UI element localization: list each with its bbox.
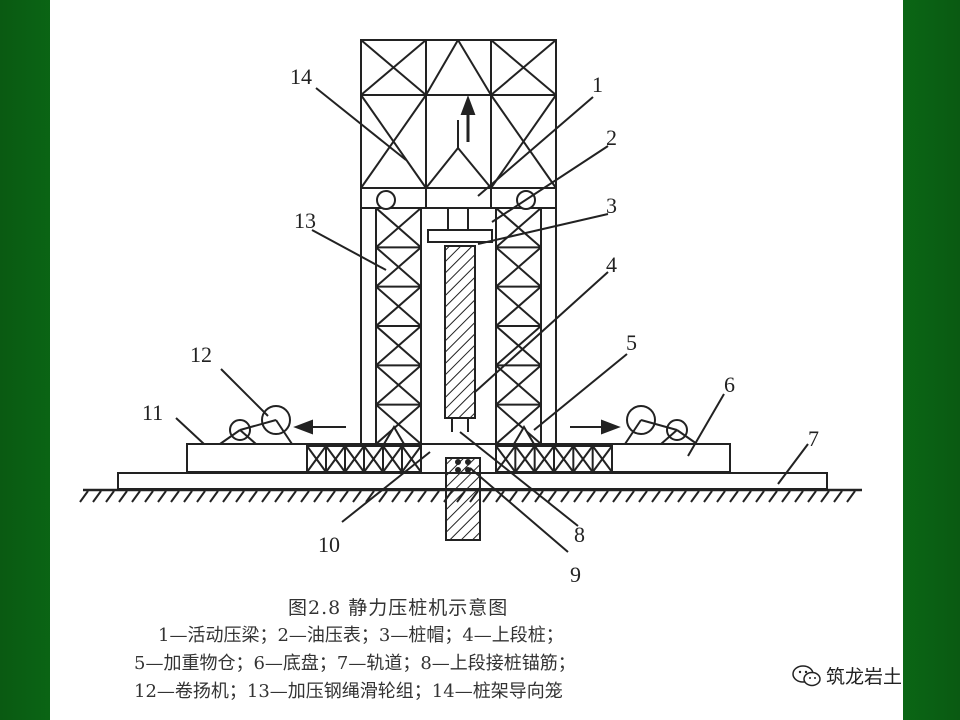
press-beam [425,187,492,209]
weight-box-left [186,443,308,473]
label-14: 14 [290,64,312,89]
watermark-text: 筑龙岩土 [826,666,903,688]
label-8: 8 [574,522,585,547]
wechat-logo-icon [792,664,822,687]
pulley-left [376,190,396,210]
label-2: 2 [606,125,617,150]
lower-pile [445,457,481,541]
caption-legend-line-3: 12—卷扬机；13—加压钢绳滑轮组；14—桩架导向笼 [134,681,563,702]
label-7: 7 [808,426,819,451]
pile-cap [427,229,493,243]
winch-right-drum [626,405,656,435]
caption-title: 图2.8 静力压桩机示意图 [288,597,509,619]
static-pile-press-diagram: 14 1 2 3 4 13 5 12 6 11 7 10 8 9 [79,39,862,587]
watermark: 筑龙岩土 [792,662,902,689]
winch-left [229,419,251,441]
label-12: 12 [190,342,212,367]
label-11: 11 [142,400,163,425]
label-5: 5 [626,330,637,355]
oil-gauge [447,207,469,231]
label-10: 10 [318,532,340,557]
label-6: 6 [724,372,735,397]
ground-hatching [79,490,856,503]
label-3: 3 [606,193,617,218]
label-4: 4 [606,252,617,277]
chassis-right [611,443,731,473]
caption-legend-line-1: 1—活动压梁；2—油压表；3—桩帽；4—上段桩； [158,625,564,646]
figure-caption: 图2.8 静力压桩机示意图 1—活动压梁；2—油压表；3—桩帽；4—上段桩； 5… [50,594,903,706]
winch-left-drum [261,405,291,435]
label-13: 13 [294,208,316,233]
winch-right [666,419,688,441]
label-1: 1 [592,72,603,97]
slide-canvas: 14 1 2 3 4 13 5 12 6 11 7 10 8 9 图2.8 静力… [50,0,903,720]
truss-crosses [306,445,613,473]
label-9: 9 [570,562,581,587]
upper-pile [444,245,476,419]
caption-legend-line-2: 5—加重物仓；6—底盘；7—轨道；8—上段接桩锚筋； [134,653,576,674]
